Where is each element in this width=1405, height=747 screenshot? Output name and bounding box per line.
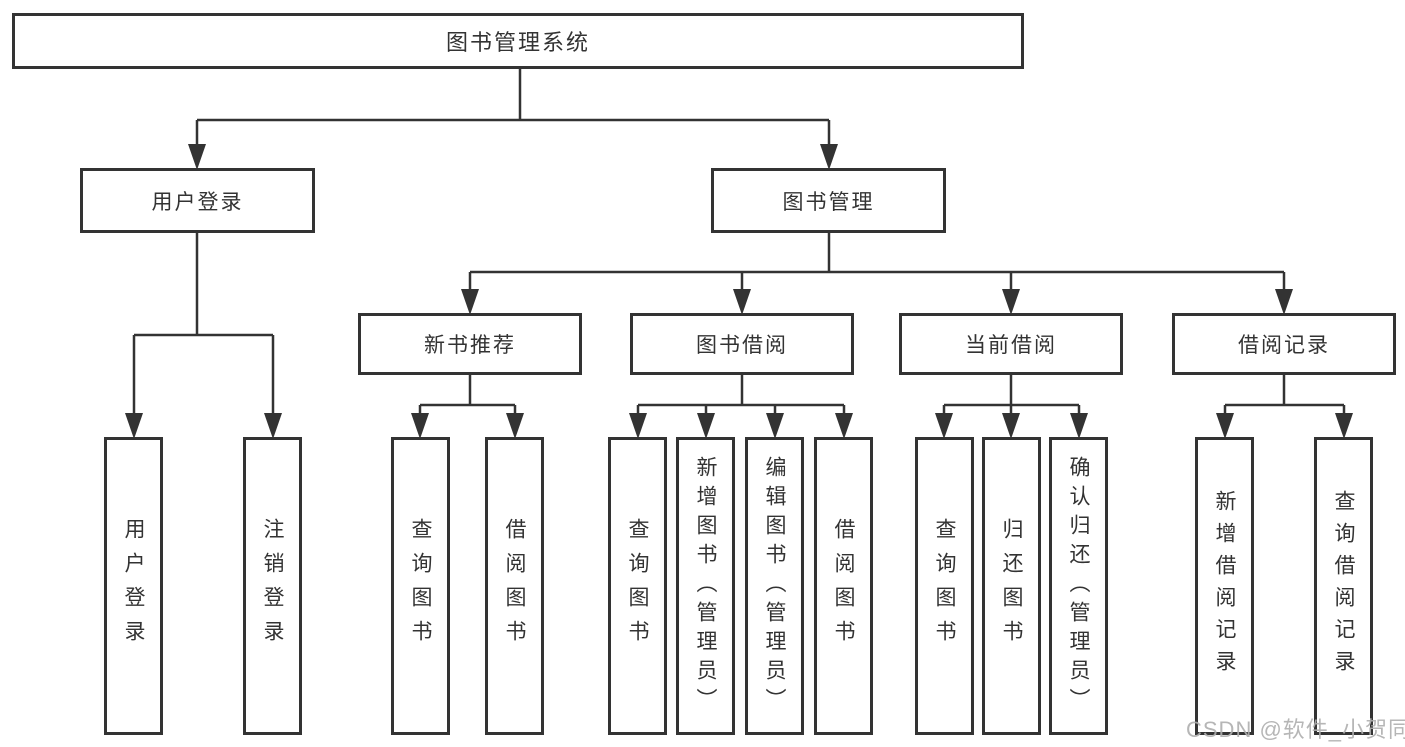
leaf-add-borrow-record: 新增借阅记录 <box>1195 437 1254 735</box>
node-label: 当前借阅 <box>965 334 1057 357</box>
leaf-label: 新增图书（管理员） <box>694 455 717 717</box>
node-book-management-branch: 图书管理 <box>711 168 946 233</box>
leaf-query-borrow-record: 查询借阅记录 <box>1314 437 1373 735</box>
leaf-confirm-return-admin: 确认归还（管理员） <box>1049 437 1108 735</box>
leaf-user-login: 用户登录 <box>104 437 163 735</box>
leaf-label: 查询图书 <box>933 518 956 654</box>
leaf-borrow-books: 借阅图书 <box>814 437 873 735</box>
node-library-management-system: 图书管理系统 <box>12 13 1024 69</box>
leaf-query-books-recommend: 查询图书 <box>391 437 450 735</box>
leaf-edit-book-admin: 编辑图书（管理员） <box>745 437 804 735</box>
node-new-book-recommendation: 新书推荐 <box>358 313 582 375</box>
node-book-borrowing: 图书借阅 <box>630 313 854 375</box>
node-label: 图书借阅 <box>696 334 788 357</box>
node-user-login-branch: 用户登录 <box>80 168 315 233</box>
node-label: 图书管理 <box>782 190 875 214</box>
leaf-label: 确认归还（管理员） <box>1067 455 1090 717</box>
node-current-borrowing: 当前借阅 <box>899 313 1123 375</box>
leaf-label: 用户登录 <box>122 518 145 654</box>
leaf-label: 注销登录 <box>261 518 284 654</box>
leaf-label: 查询图书 <box>409 518 432 654</box>
node-label: 借阅记录 <box>1238 334 1330 357</box>
leaf-add-book-admin: 新增图书（管理员） <box>676 437 735 735</box>
leaf-label: 查询借阅记录 <box>1332 490 1355 682</box>
leaf-borrow-books-recommend: 借阅图书 <box>485 437 544 735</box>
leaf-label: 新增借阅记录 <box>1213 490 1236 682</box>
leaf-query-books-borrowing: 查询图书 <box>608 437 667 735</box>
node-label: 新书推荐 <box>424 334 516 357</box>
leaf-logout: 注销登录 <box>243 437 302 735</box>
node-label: 用户登录 <box>151 190 244 214</box>
leaf-label: 归还图书 <box>1000 518 1023 654</box>
leaf-label: 编辑图书（管理员） <box>763 455 786 717</box>
leaf-query-books-current: 查询图书 <box>915 437 974 735</box>
node-label: 图书管理系统 <box>445 30 590 55</box>
leaf-label: 查询图书 <box>626 518 649 654</box>
csdn-watermark: CSDN @软件_小贺同学 <box>1186 717 1405 742</box>
leaf-label: 借阅图书 <box>832 518 855 654</box>
node-borrowing-records: 借阅记录 <box>1172 313 1396 375</box>
leaf-label: 借阅图书 <box>503 518 526 654</box>
leaf-return-book: 归还图书 <box>982 437 1041 735</box>
